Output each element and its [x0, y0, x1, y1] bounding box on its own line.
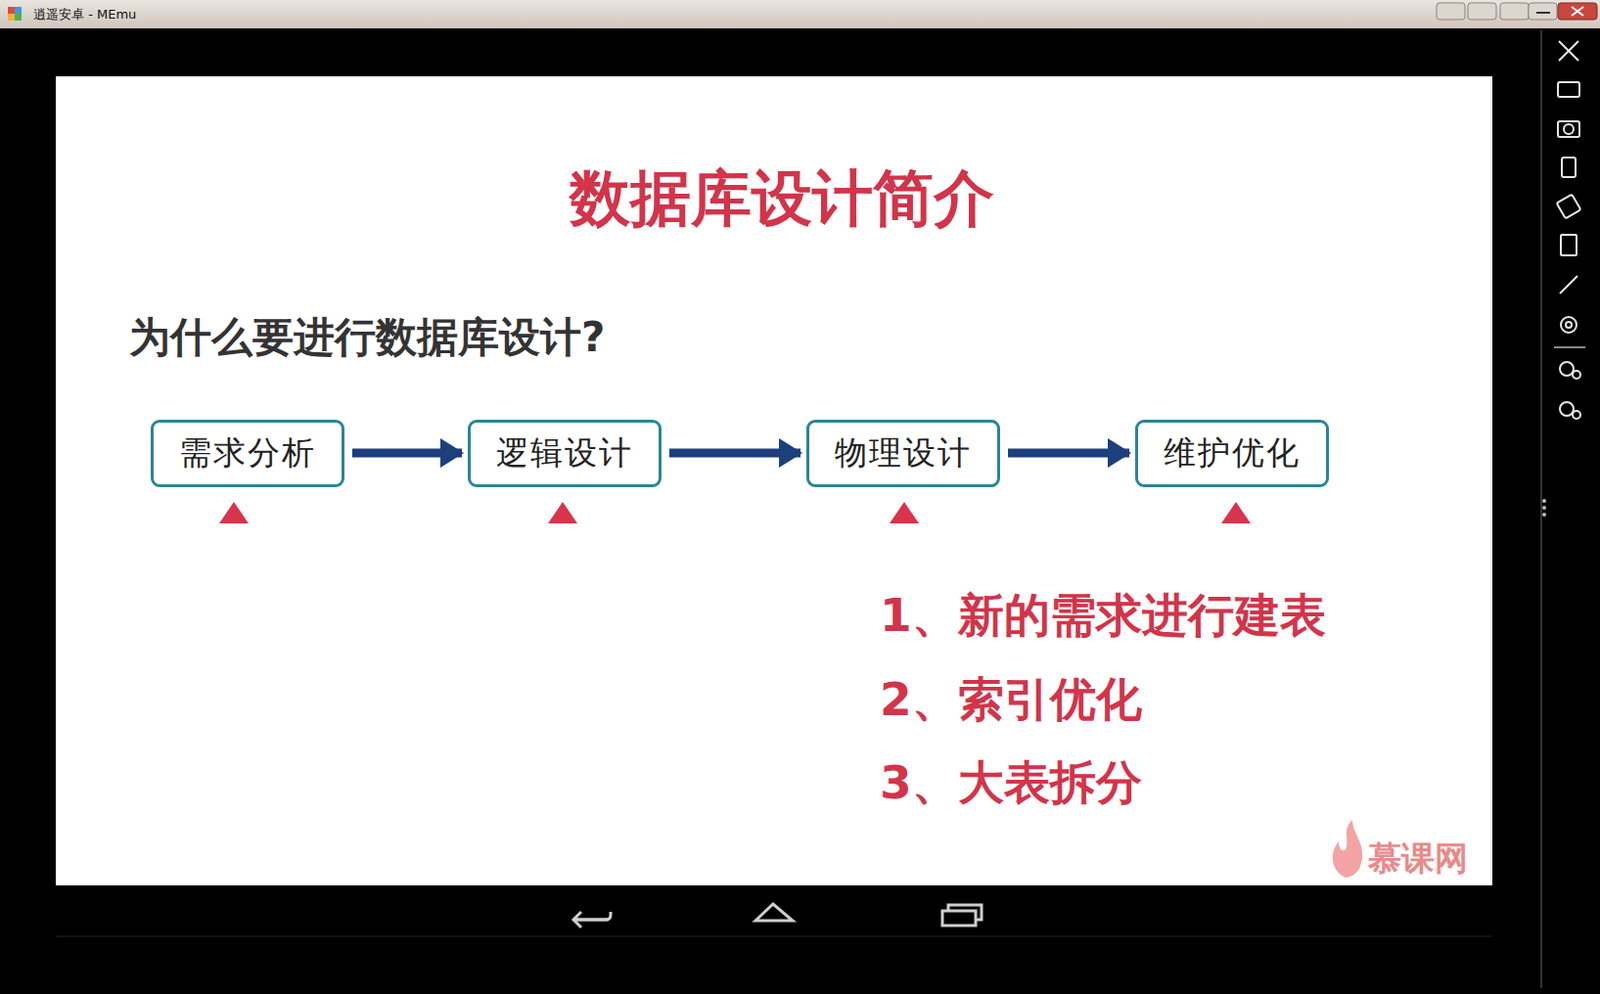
flow-arrow [669, 449, 801, 458]
window-title: 逍遥安卓 - MEmu [33, 6, 137, 23]
nav-buttons [573, 904, 982, 928]
process-box: 需求分析 [150, 419, 345, 488]
window-buttons [1436, 2, 1598, 20]
nav-divider [55, 936, 1493, 938]
title-bar [0, 0, 1600, 29]
process-box: 物理设计 [806, 419, 1001, 488]
process-label: 物理设计 [834, 433, 972, 473]
watermark-flame [1332, 820, 1363, 878]
list-item: 2、索引优化 [879, 672, 1143, 728]
list-item: 1、新的需求进行建表 [879, 588, 1326, 643]
sidebar-handle [1542, 499, 1547, 517]
flow-arrow [1007, 449, 1130, 458]
sidebar-divider [1540, 30, 1543, 989]
process-box: 逻辑设计 [467, 419, 662, 488]
app-icon [7, 6, 22, 21]
slide-title: 数据库设计简介 [569, 162, 995, 235]
stage-marker [219, 502, 1251, 524]
slide-ground [55, 76, 1493, 886]
process-box: 维护优化 [1135, 419, 1329, 488]
slide-question: 为什么要进行数据库设计? [129, 313, 605, 363]
flow-arrow [352, 449, 462, 458]
sidebar-icons [1554, 41, 1586, 419]
process-label: 逻辑设计 [496, 433, 634, 473]
process-label: 维护优化 [1163, 433, 1301, 473]
list-item: 3、大表拆分 [879, 755, 1143, 811]
process-label: 需求分析 [179, 433, 317, 473]
watermark: 慕课网 [1368, 838, 1468, 879]
